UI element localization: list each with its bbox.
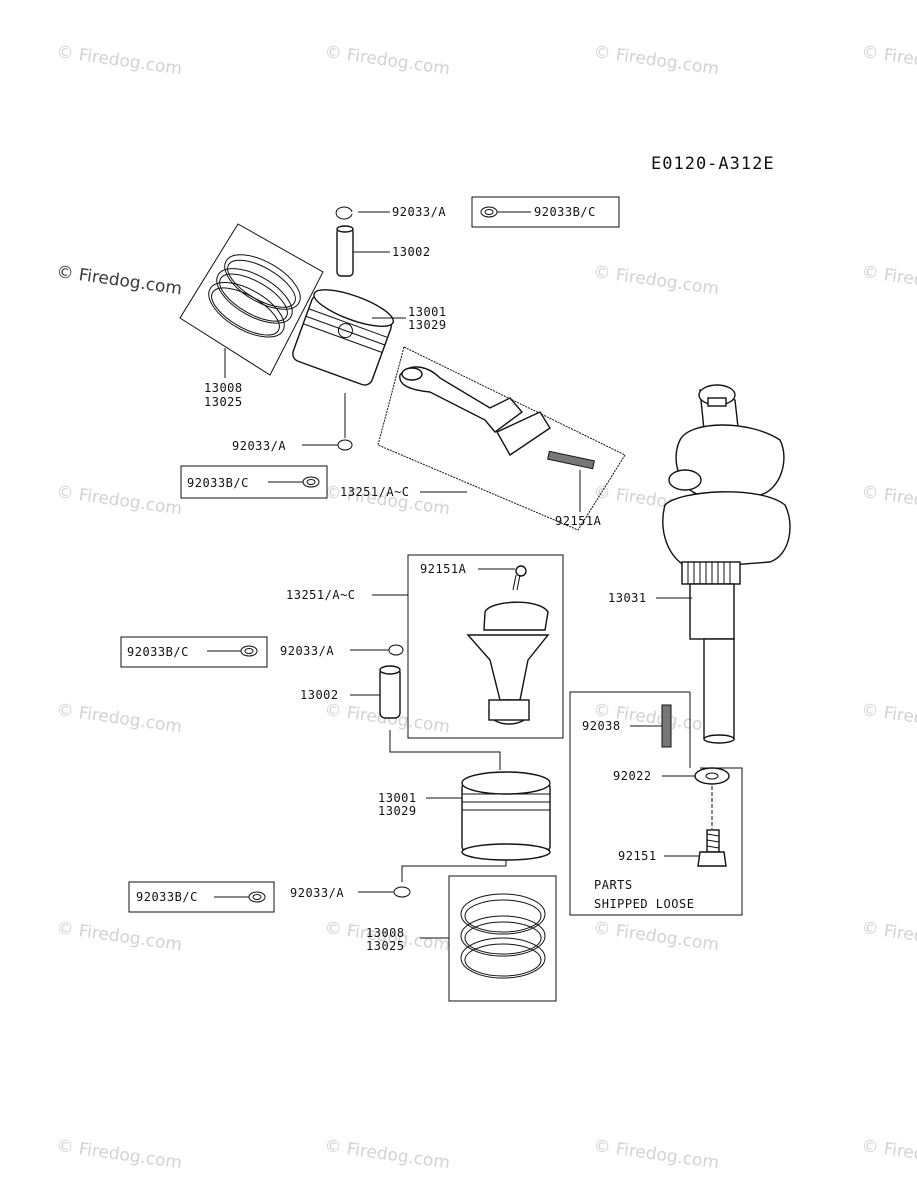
part-label: 92033B/C bbox=[187, 476, 249, 490]
part-label: 92033B/C bbox=[136, 890, 198, 904]
crankshaft-icon bbox=[662, 384, 791, 744]
part-label: 13029 bbox=[408, 318, 447, 332]
clip-ring-icon bbox=[335, 206, 353, 220]
key-icon bbox=[661, 704, 672, 748]
part-label: 92033B/C bbox=[534, 205, 596, 219]
part-label: 13031 bbox=[608, 591, 647, 605]
conrod-box bbox=[407, 554, 564, 739]
piston-rings-icon bbox=[208, 254, 301, 338]
part-label: 92033/A bbox=[392, 205, 447, 219]
shipped-loose-note: SHIPPED LOOSE bbox=[594, 897, 695, 911]
conrod-box bbox=[377, 346, 626, 531]
clip-bc-box bbox=[120, 636, 268, 668]
part-label: 92151A bbox=[420, 562, 467, 576]
part-label: 13025 bbox=[204, 395, 243, 409]
part-label: 13008 bbox=[204, 381, 243, 395]
part-label: 92033/A bbox=[232, 439, 287, 453]
part-label: 13001 bbox=[408, 305, 447, 319]
part-label: 13001 bbox=[378, 791, 417, 805]
clip-bc-box bbox=[180, 465, 328, 499]
part-label: 92038 bbox=[582, 719, 621, 733]
connecting-rod-icon bbox=[466, 601, 550, 725]
clip-ring-icon bbox=[337, 439, 353, 451]
shipped-loose-note: PARTS bbox=[594, 878, 633, 892]
clip-ring-icon bbox=[393, 886, 411, 898]
piston-icon bbox=[292, 289, 395, 386]
piston-rings-box bbox=[179, 223, 324, 376]
part-label: 92022 bbox=[613, 769, 652, 783]
part-label: 92033B/C bbox=[127, 645, 189, 659]
part-label: 13025 bbox=[366, 939, 405, 953]
clip-ring-icon bbox=[248, 891, 266, 903]
part-label: 13251/A~C bbox=[340, 485, 410, 499]
piston-pin-icon bbox=[336, 225, 354, 277]
clip-ring-icon bbox=[388, 644, 404, 656]
connecting-rod-icon bbox=[399, 366, 595, 470]
part-label: 13002 bbox=[300, 688, 339, 702]
part-label: 13002 bbox=[392, 245, 431, 259]
part-label: 13029 bbox=[378, 804, 417, 818]
part-label: 92151 bbox=[618, 849, 657, 863]
diagram-code: E0120-A312E bbox=[651, 154, 775, 174]
washer-icon bbox=[694, 767, 730, 785]
part-label: 13251/A~C bbox=[286, 588, 356, 602]
bolt-icon bbox=[512, 565, 527, 591]
part-label: 92033/A bbox=[290, 886, 345, 900]
clip-bc-box bbox=[471, 196, 620, 228]
shipped-loose-box bbox=[569, 691, 743, 916]
part-label: 13008 bbox=[366, 926, 405, 940]
part-label: 92151A bbox=[555, 514, 602, 528]
clip-ring-icon bbox=[480, 206, 498, 218]
bolt-icon bbox=[697, 829, 727, 867]
clip-ring-icon bbox=[240, 645, 258, 657]
piston-rings-icon bbox=[460, 893, 546, 979]
piston-icon bbox=[461, 771, 551, 861]
part-label: 92033/A bbox=[280, 644, 335, 658]
piston-pin-icon bbox=[379, 665, 401, 719]
clip-bc-box bbox=[128, 881, 275, 913]
clip-ring-icon bbox=[302, 476, 320, 488]
